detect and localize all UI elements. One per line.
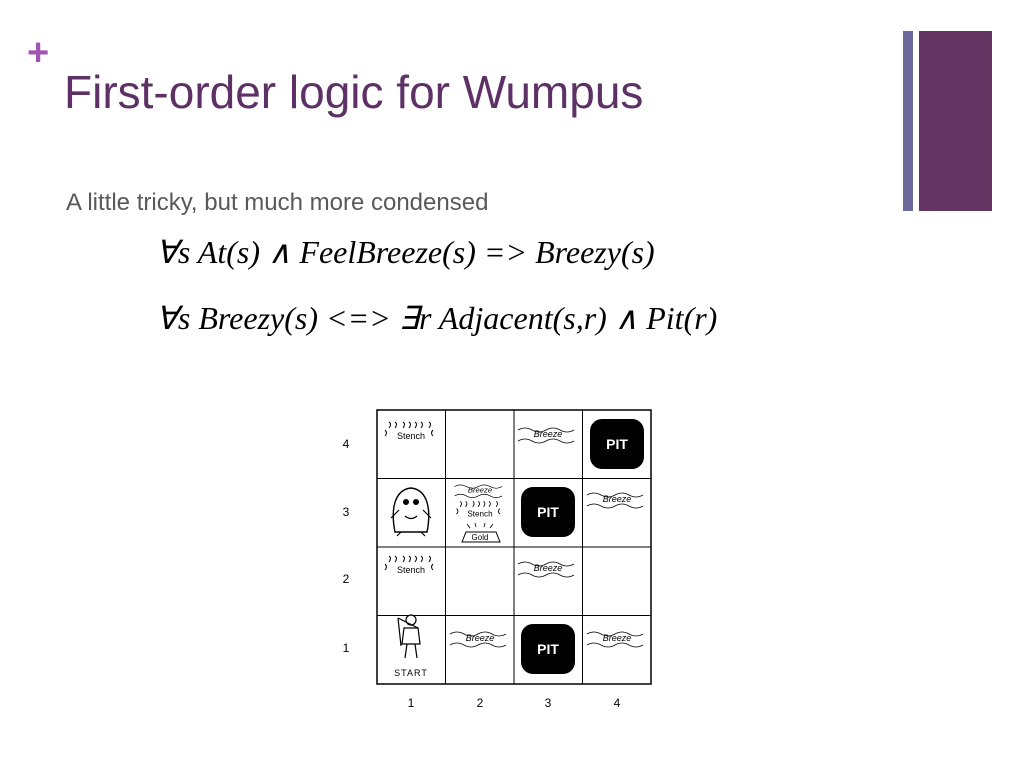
agent-icon [397,614,421,659]
col-label-3: 3 [545,696,552,710]
cell-4-1-breeze: Breeze [586,631,644,648]
svg-text:Breeze: Breeze [466,633,495,643]
col-label-4: 4 [614,696,621,710]
col-label-1: 1 [408,696,415,710]
cell-1-3-wumpus [390,487,432,537]
svg-text:Stench: Stench [397,431,425,441]
svg-text:Stench: Stench [397,565,425,575]
cell-1-4-stench: Stench [384,421,434,441]
slide-title: First-order logic for Wumpus [64,66,644,118]
svg-text:PIT: PIT [537,504,559,520]
cell-3-1-pit: PIT [521,624,575,674]
svg-text:PIT: PIT [606,436,628,452]
row-label-2: 2 [343,572,350,586]
pit-icon [590,419,644,469]
cell-4-3-breeze: Breeze [586,492,644,509]
pit-icon [521,624,575,674]
svg-text:PIT: PIT [537,641,559,657]
svg-text:Breeze: Breeze [534,429,563,439]
svg-text:Breeze: Breeze [534,563,563,573]
cell-2-3-breeze-stench-gold: Breeze Stench Gold [454,484,503,543]
cell-3-3-pit: PIT [521,487,575,537]
cell-1-1-start: START [394,614,428,678]
row-label-4: 4 [343,437,350,451]
start-label: START [394,668,428,678]
decorative-bar-thin [903,31,913,211]
cell-3-2-breeze: Breeze [517,561,575,578]
wumpus-world-grid: 4 3 2 1 1 2 3 4 Stench Breeze PIT Breeze [343,409,652,710]
svg-text:Breeze: Breeze [603,633,632,643]
gold-icon: Gold [461,522,501,543]
pit-icon [521,487,575,537]
slide-subtitle: A little tricky, but much more condensed [66,189,489,216]
cell-2-1-breeze: Breeze [449,631,507,648]
wumpus-icon [390,487,432,537]
svg-text:Stench: Stench [467,510,492,519]
svg-text:Gold: Gold [472,533,489,542]
row-label-1: 1 [343,641,350,655]
col-label-2: 2 [477,696,484,710]
cell-4-4-pit: PIT [590,419,644,469]
cell-1-2-stench: Stench [384,555,434,575]
row-label-3: 3 [343,505,350,519]
formula-feel-breeze: ∀s At(s) ∧ FeelBreeze(s) => Breezy(s) [156,234,655,270]
formula-breezy-adjacent-pit: ∀s Breezy(s) <=> ∃r Adjacent(s,r) ∧ Pit(… [156,300,718,336]
plus-icon: + [27,32,50,74]
decorative-bar-thick [919,31,992,211]
svg-text:Breeze: Breeze [468,486,492,495]
cell-3-4-breeze: Breeze [517,427,575,444]
svg-text:Breeze: Breeze [603,494,632,504]
